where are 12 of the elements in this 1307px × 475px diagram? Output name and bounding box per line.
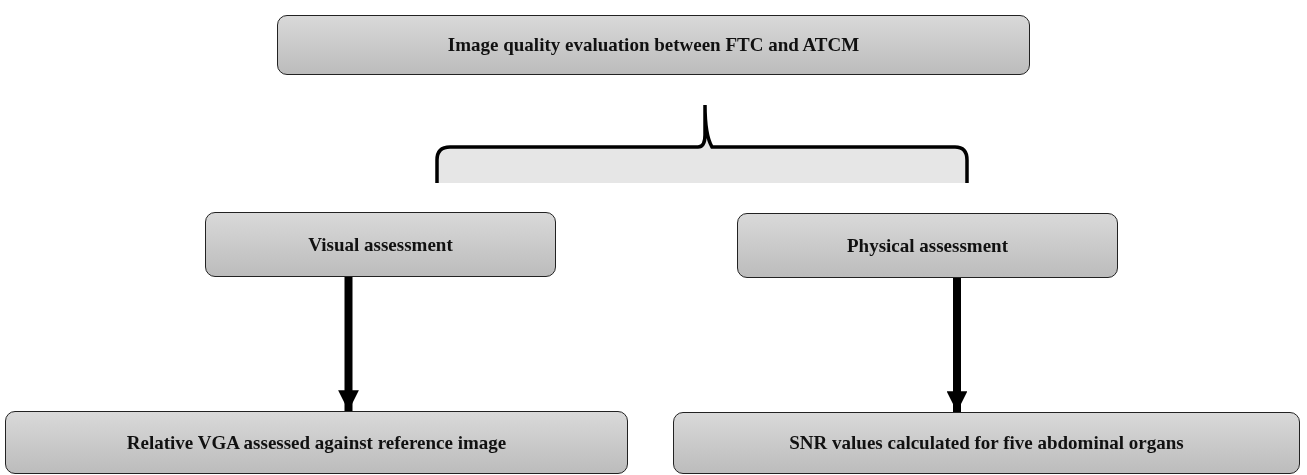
arrow	[946, 278, 968, 412]
process-box	[205, 212, 556, 277]
process-box	[673, 412, 1300, 474]
box-label: Relative VGA assessed against reference image	[126, 431, 507, 454]
process-box	[277, 15, 1030, 75]
box-label: SNR values calculated for five abdominal organs	[789, 432, 1184, 454]
box-label: Visual assessment	[308, 233, 453, 256]
box-label: Image quality evaluation between FTC and ATCM	[447, 34, 860, 56]
arrow	[338, 277, 359, 411]
box-label: Physical assessment	[847, 234, 1008, 257]
process-box	[5, 411, 628, 474]
process-box	[737, 213, 1118, 278]
